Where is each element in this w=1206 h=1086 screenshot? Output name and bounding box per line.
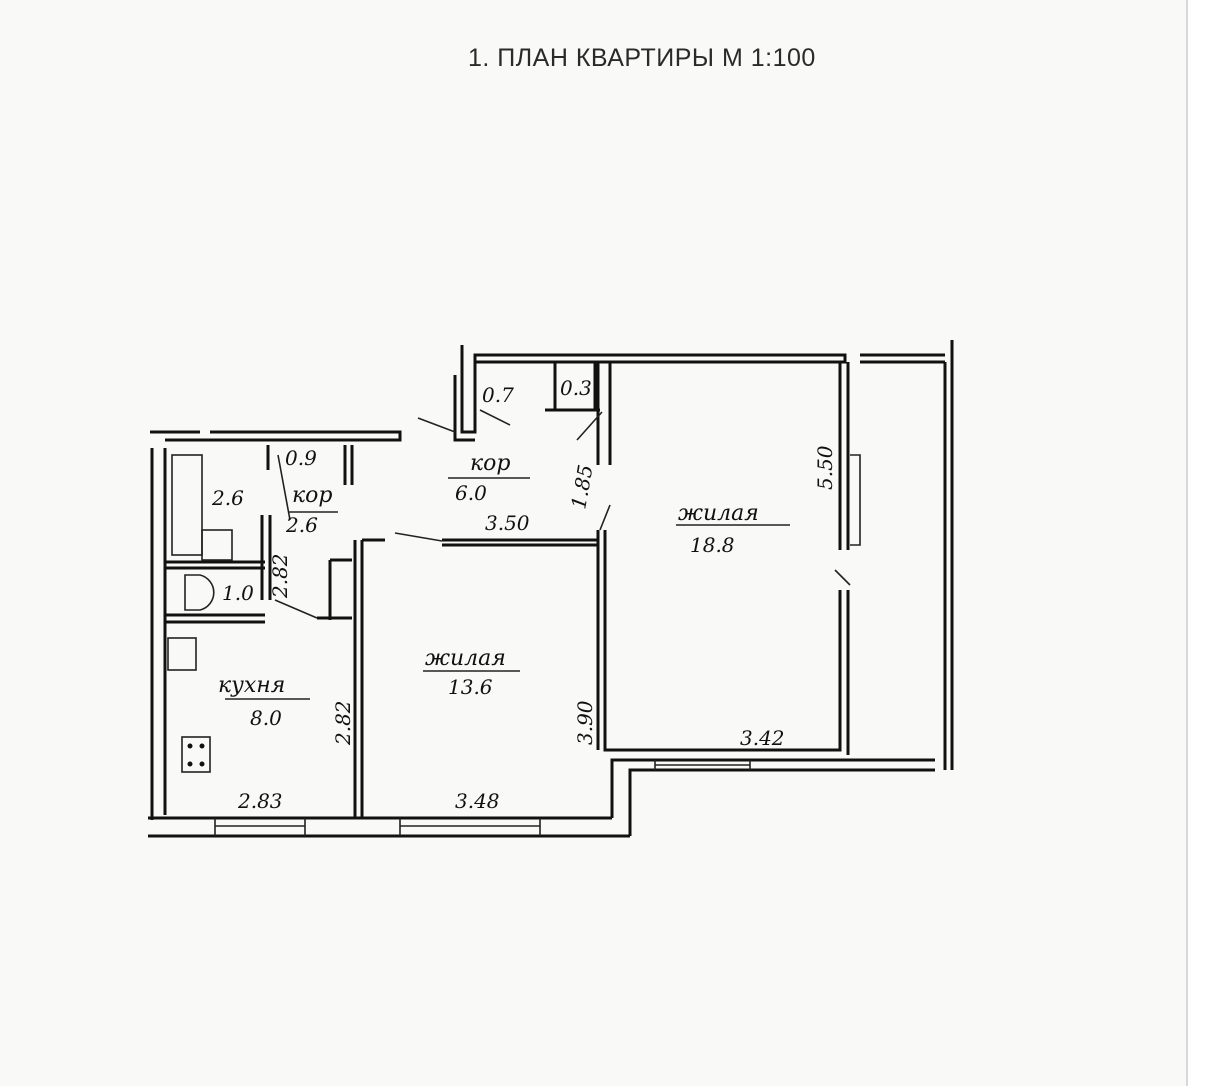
dimension: 0.3 (560, 376, 592, 400)
plan-title: 1. ПЛАН КВАРТИРЫ М 1:100 (468, 44, 816, 72)
dimension: 2.82 (331, 700, 355, 746)
dimension: 3.90 (573, 700, 597, 745)
room-area: 6.0 (455, 481, 487, 505)
room-name: жилая (425, 646, 506, 671)
page-edge (1186, 0, 1206, 1086)
room-name: жилая (678, 501, 759, 526)
dimension: 0.9 (285, 446, 317, 470)
walls (148, 340, 954, 838)
bathtub-icon (171, 454, 203, 556)
dimension: 3.48 (455, 789, 500, 813)
room-area: 18.8 (690, 533, 735, 557)
dimension: 0.7 (482, 383, 514, 407)
sink-icon (201, 529, 233, 561)
room-living-small: жилая 13.6 3.48 3.90 (423, 646, 597, 813)
sink-kitchen-icon (167, 637, 197, 671)
stove-icon (181, 736, 211, 773)
windows (214, 454, 861, 836)
dimension: 3.50 (485, 511, 530, 535)
dimension: 3.42 (740, 726, 785, 750)
dimension: 1.85 (566, 463, 597, 511)
door-swings (274, 409, 851, 619)
room-area: 2.6 (285, 513, 318, 537)
room-area: 8.0 (250, 706, 282, 730)
dimension: 5.50 (813, 445, 837, 490)
room-name: кор (292, 483, 332, 508)
room-area: 13.6 (448, 675, 493, 699)
toilet-icon (184, 574, 215, 611)
room-living-large: жилая 18.8 3.42 5.50 (676, 445, 837, 750)
dimension: 2.83 (237, 789, 283, 813)
room-kitchen: кухня 8.0 2.83 2.82 (218, 673, 355, 813)
fixtures (167, 454, 233, 773)
room-name: кор (470, 451, 510, 476)
room-name: кухня (218, 673, 285, 698)
toilet-area: 1.0 (222, 581, 254, 605)
bathroom-area: 2.6 (211, 486, 244, 510)
room-corridor-main: кор 6.0 0.7 0.3 1.85 3.50 (448, 376, 598, 535)
room-corridor-small: кор 2.6 0.9 2.82 (268, 446, 338, 599)
dimension: 2.82 (268, 553, 292, 599)
